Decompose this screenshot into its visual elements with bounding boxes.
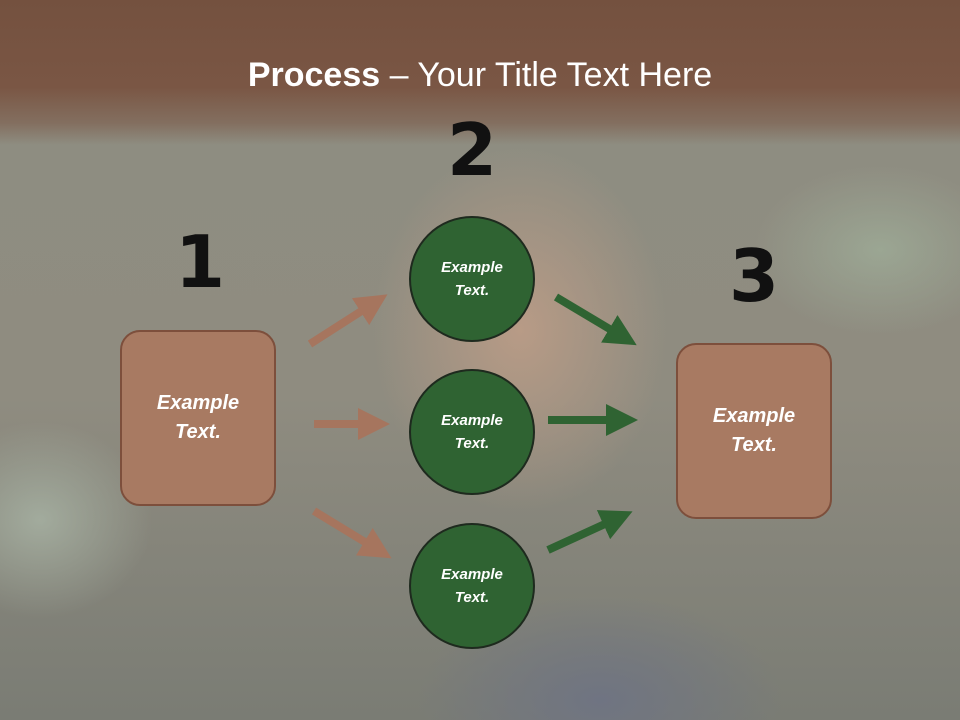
- step-3-text: Example Text.: [712, 405, 796, 456]
- slide-title: Process – Your Title Text Here: [0, 56, 960, 95]
- step-1-box: Example Text.: [120, 330, 276, 506]
- step-2-circle-bottom: Example Text.: [409, 523, 535, 649]
- step-2-circle-middle: Example Text.: [409, 369, 535, 495]
- step-number-1: 1: [174, 220, 226, 304]
- arrow-from-top-circle: [553, 293, 637, 346]
- step-number-3: 3: [728, 234, 780, 318]
- circle-top-text: Example Text.: [441, 259, 503, 299]
- step-2-circle-top: Example Text.: [409, 216, 535, 342]
- arrow-to-top-circle: [307, 294, 388, 348]
- title-rest: – Your Title Text Here: [380, 56, 713, 94]
- step-3-box: Example Text.: [676, 343, 832, 519]
- arrow-from-bottom-circle: [546, 510, 633, 554]
- circle-bottom-text: Example Text.: [441, 566, 503, 606]
- step-number-2: 2: [446, 108, 498, 192]
- title-bar: [0, 0, 960, 145]
- circle-middle-text: Example Text.: [441, 412, 503, 452]
- title-bold: Process: [247, 56, 381, 94]
- arrow-to-bottom-circle: [311, 507, 392, 559]
- step-1-text: Example Text.: [156, 392, 240, 443]
